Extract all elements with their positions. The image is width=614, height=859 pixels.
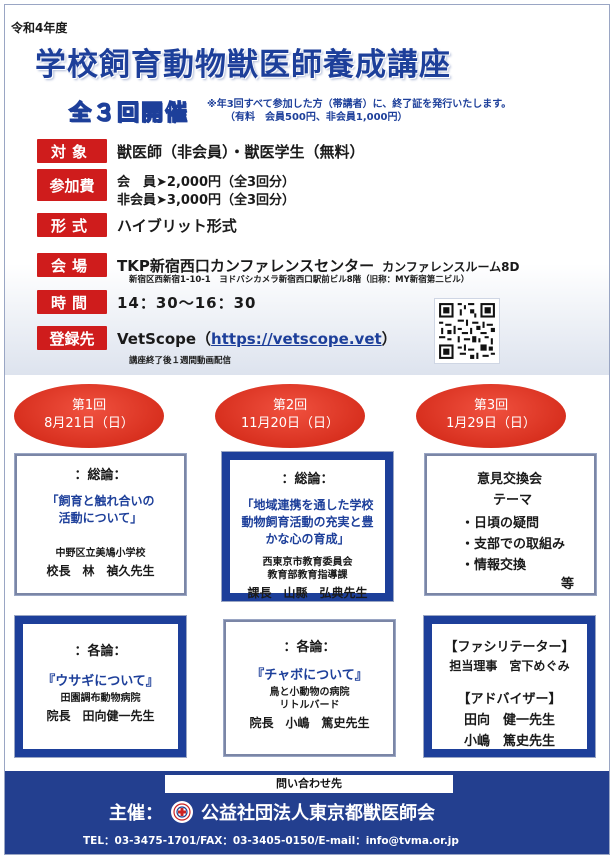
value-register: VetScope（https://vetscope.vet） xyxy=(117,328,397,349)
sessions-badge: 全３回開催 xyxy=(68,100,190,126)
session-2-badge: 第2回 11月20日（日） xyxy=(215,384,365,448)
exchange-item-1: ・日頃の疑問 xyxy=(461,516,540,531)
general-2-topic-line-1: 「地域連携を通した学校 xyxy=(241,498,374,512)
label-time: 時間 xyxy=(37,290,107,314)
exchange-item-3: ・情報交換 xyxy=(461,558,527,573)
specific-1-org: 田園調布動物病院 xyxy=(60,693,141,704)
host: 主催： 公益社団法人東京都獣医師会 xyxy=(109,799,435,825)
card-session-3-facilitation: 【ファシリテーター】 担当理事 宮下めぐみ 【アドバイザー】 田向 健一先生 小… xyxy=(424,616,595,757)
exchange-theme: テーマ xyxy=(493,493,533,508)
label-register: 登録先 xyxy=(37,326,107,350)
value-venue: TKP新宿西口カンファレンスセンターカンファレンスルーム8D xyxy=(117,255,519,276)
venue-address: 新宿区西新宿1-10-1 ヨドバシカメラ新宿西口駅前ビル8階（旧称：MY新宿第二… xyxy=(129,275,470,285)
specific-1-heading: ：各論： xyxy=(74,644,127,659)
card-session-1-specific: ：各論： 『ウサギについて』 田園調布動物病院 院長 田向健一先生 xyxy=(15,616,186,757)
card-session-2-general: ：総論： 「地域連携を通した学校 動物飼育活動の充実と豊 かな心の育成」 西東京… xyxy=(222,452,393,601)
venue-room: カンファレンスルーム8D xyxy=(382,259,520,274)
specific-2-org: 鳥と小動物の病院 リトルバード xyxy=(226,686,393,712)
advisor-label: 【アドバイザー】 xyxy=(457,692,562,707)
value-target: 獣医師（非会員）・獣医学生（無料） xyxy=(117,142,365,161)
card-session-3-exchange: 意見交換会 テーマ ・日頃の疑問 ・支部での取組み ・情報交換 等 xyxy=(425,454,596,595)
general-2-person: 課長 山縣 弘典先生 xyxy=(247,586,368,600)
specific-1-topic: 『ウサギについて』 xyxy=(42,674,159,689)
venue-name: TKP新宿西口カンファレンスセンター xyxy=(117,256,375,275)
info-row-target: 対象 獣医師（非会員）・獣医学生（無料） xyxy=(37,139,365,163)
certificate-note-line-2: （有料 会員500円、非会員1,000円） xyxy=(225,112,408,123)
advisor-2: 小嶋 篤史先生 xyxy=(463,734,555,749)
general-2-topic-line-3: かな心の育成」 xyxy=(265,532,350,546)
exchange-etc: 等 xyxy=(560,577,574,592)
value-fee-member: 会 員➤2,000円（全3回分） xyxy=(117,175,296,190)
label-venue: 会場 xyxy=(37,253,107,277)
specific-2-heading: ：各論： xyxy=(283,640,336,655)
exchange-title: 意見交換会 xyxy=(477,472,543,487)
facilitator-label: 【ファシリテーター】 xyxy=(444,640,575,655)
poster: 令和4年度 学校飼育動物獣医師養成講座 全３回開催 ※年3回すべて参加した方（帯… xyxy=(4,4,610,855)
advisor-1: 田向 健一先生 xyxy=(463,713,555,728)
specific-2-org-line-1: 鳥と小動物の病院 xyxy=(269,687,350,698)
certificate-note-line-1: ※年3回すべて参加した方（帯講者）に、終了証を発行いたします。 xyxy=(207,99,512,110)
register-suffix: ） xyxy=(381,329,397,348)
specific-2-org-line-2: リトルバード xyxy=(279,700,340,711)
general-2-org-line-1: 西東京市教育委員会 xyxy=(262,557,353,568)
register-prefix: VetScope（ xyxy=(117,329,212,348)
qr-code-icon xyxy=(434,298,500,364)
general-1-topic: 「飼育と触れ合いの 活動について」 xyxy=(17,493,184,527)
specific-1-person: 院長 田向健一先生 xyxy=(46,709,155,723)
facilitator-name: 担当理事 宮下めぐみ xyxy=(449,659,570,673)
session-3-date: 1月29日（日） xyxy=(446,416,536,431)
session-1-date: 8月21日（日） xyxy=(44,416,134,431)
host-name: 公益社団法人東京都獣医師会 xyxy=(201,803,435,824)
session-3-number: 第3回 xyxy=(473,398,509,413)
info-row-time: 時間 14：30～16：30 xyxy=(37,290,257,314)
info-row-format: 形式 ハイブリット形式 xyxy=(37,213,237,237)
session-2-number: 第2回 xyxy=(272,398,308,413)
info-row-register: 登録先 VetScope（https://vetscope.vet） xyxy=(37,326,397,350)
label-fee: 参加費 xyxy=(37,169,107,201)
info-row-fee: 参加費 xyxy=(37,169,107,201)
general-1-person: 校長 林 禎久先生 xyxy=(46,564,155,578)
value-fee-nonmember: 非会員➤3,000円（全3回分） xyxy=(117,193,296,208)
fiscal-year: 令和4年度 xyxy=(11,21,68,35)
certificate-note: ※年3回すべて参加した方（帯講者）に、終了証を発行いたします。 （有料 会員50… xyxy=(207,98,607,124)
session-1-badge: 第1回 8月21日（日） xyxy=(14,384,164,448)
session-2-date: 11月20日（日） xyxy=(240,416,340,431)
exchange-item-2: ・支部での取組み xyxy=(461,537,566,552)
info-row-venue: 会場 TKP新宿西口カンファレンスセンターカンファレンスルーム8D xyxy=(37,253,519,277)
specific-2-person: 院長 小嶋 篤史先生 xyxy=(249,716,370,730)
general-2-heading: ：総論： xyxy=(281,472,334,487)
specific-2-topic: 『チャボについて』 xyxy=(251,668,368,683)
general-1-heading: ：総論： xyxy=(74,468,127,483)
card-session-2-specific: ：各論： 『チャボについて』 鳥と小動物の病院 リトルバード 院長 小嶋 篤史先… xyxy=(224,620,395,756)
host-label: 主催： xyxy=(109,803,163,824)
association-seal-icon xyxy=(171,801,193,823)
general-2-org: 西東京市教育委員会 教育部教育指導課 xyxy=(230,556,385,582)
general-2-topic: 「地域連携を通した学校 動物飼育活動の充実と豊 かな心の育成」 xyxy=(230,497,385,548)
general-1-topic-line-1: 「飼育と触れ合いの xyxy=(46,494,155,508)
session-1-number: 第1回 xyxy=(71,398,107,413)
streaming-note: 講座終了後１週間動画配信 xyxy=(129,356,232,366)
vetscope-link[interactable]: https://vetscope.vet xyxy=(211,329,382,348)
contact-heading: 問い合わせ先 xyxy=(165,775,453,793)
general-1-org: 中野区立美鳩小学校 xyxy=(55,548,146,559)
contact-details: TEL：03-3475-1701/FAX：03-3405-0150/E-mail… xyxy=(83,835,459,847)
session-3-badge: 第3回 1月29日（日） xyxy=(416,384,566,448)
general-2-topic-line-2: 動物飼育活動の充実と豊 xyxy=(241,515,374,529)
general-1-topic-line-2: 活動について」 xyxy=(58,511,143,525)
page-title: 学校飼育動物獣医師養成講座 xyxy=(35,47,451,83)
card-session-1-general: ：総論： 「飼育と触れ合いの 活動について」 中野区立美鳩小学校 校長 林 禎久… xyxy=(15,454,186,595)
value-format: ハイブリット形式 xyxy=(117,216,237,235)
general-2-org-line-2: 教育部教育指導課 xyxy=(267,570,348,581)
label-format: 形式 xyxy=(37,213,107,237)
value-time: 14：30～16：30 xyxy=(117,293,257,312)
label-target: 対象 xyxy=(37,139,107,163)
